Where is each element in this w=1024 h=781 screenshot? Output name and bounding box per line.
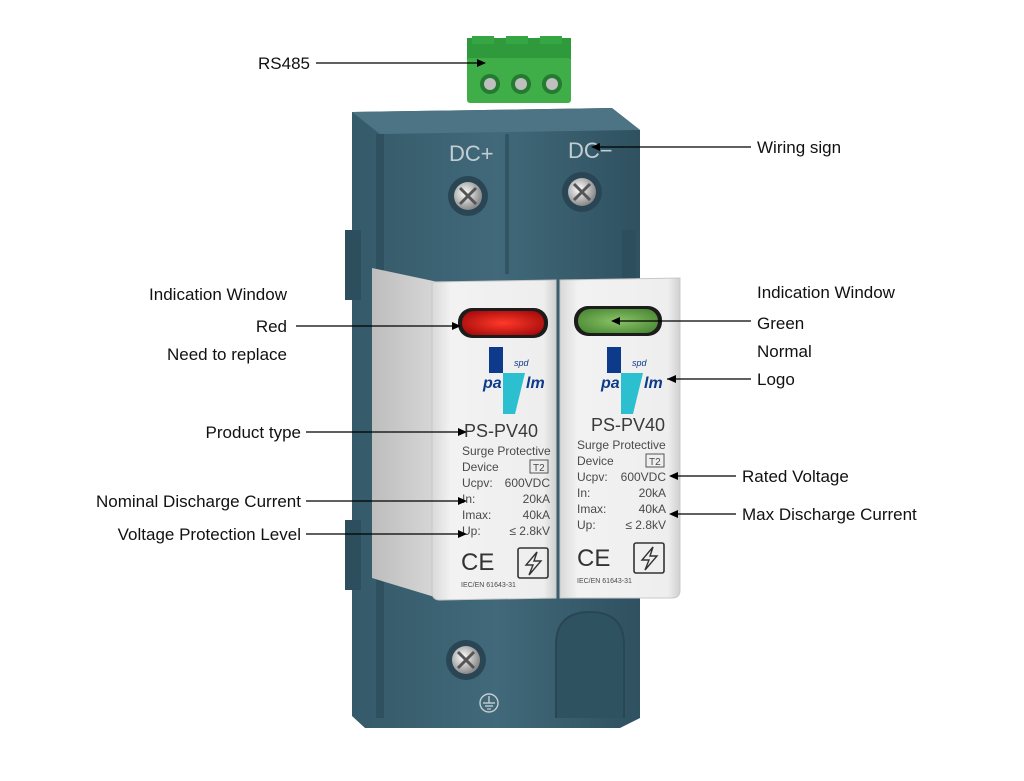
svg-text:pa: pa xyxy=(600,375,620,392)
spec-label: Imax: xyxy=(577,502,606,516)
spec-label: Imax: xyxy=(462,508,491,522)
lightning-icon xyxy=(517,547,549,579)
spec-label: Ucpv: xyxy=(577,470,608,484)
svg-text:spd: spd xyxy=(632,358,648,368)
spec-value: ≤ 2.8kV xyxy=(509,524,550,538)
logo-icon: pa lm spd xyxy=(482,347,545,414)
callout-max-discharge-current: Max Discharge Current xyxy=(742,505,917,524)
spec-value: ≤ 2.8kV xyxy=(625,518,666,532)
module-left: pa lm spd PS-PV40 Surge Protective Devic… xyxy=(431,279,557,601)
dc-minus-label: DC− xyxy=(568,138,613,163)
ground-icon xyxy=(479,693,499,713)
callout-indication-window-left: Indication Window xyxy=(149,285,288,304)
spec-label: Ucpv: xyxy=(462,476,493,490)
callout-rated-voltage: Rated Voltage xyxy=(742,467,849,486)
svg-text:spd: spd xyxy=(514,358,530,368)
class-badge: T2 xyxy=(649,457,661,468)
leader-arrowheads xyxy=(452,59,678,538)
spec-value: 600VDC xyxy=(621,470,667,484)
callout-normal: Normal xyxy=(757,342,812,361)
ce-mark-icon: CE xyxy=(461,549,494,576)
device-line2: Device xyxy=(462,460,499,474)
device-line1: Surge Protective xyxy=(462,444,551,458)
screw-icon xyxy=(448,176,488,216)
spec-value: 40kA xyxy=(523,508,550,522)
module-right: pa lm spd PS-PV40 Surge Protective Devic… xyxy=(559,277,681,599)
dc-plus-label: DC+ xyxy=(449,141,494,166)
rs485-terminal xyxy=(467,36,571,103)
model-name: PS-PV40 xyxy=(464,421,538,441)
standard-label: IEC/EN 61643-31 xyxy=(577,578,632,585)
callout-rs485: RS485 xyxy=(258,54,310,73)
spec-label: In: xyxy=(462,492,475,506)
callout-indication-window-right: Indication Window xyxy=(757,283,896,302)
callout-nominal-discharge-current: Nominal Discharge Current xyxy=(96,492,301,511)
callout-logo: Logo xyxy=(757,370,795,389)
callout-red: Red xyxy=(256,317,287,336)
spec-value: 40kA xyxy=(639,502,666,516)
module-side xyxy=(372,268,438,598)
lightning-icon xyxy=(633,542,665,574)
svg-text:pa: pa xyxy=(482,375,502,392)
spec-value: 600VDC xyxy=(505,476,551,490)
spec-label: Up: xyxy=(577,518,596,532)
spec-value: 20kA xyxy=(639,486,666,500)
spec-label: Up: xyxy=(462,524,481,538)
svg-text:lm: lm xyxy=(644,375,663,392)
callout-need-to-replace: Need to replace xyxy=(167,345,287,364)
callout-green: Green xyxy=(757,314,804,333)
callout-product-type: Product type xyxy=(206,423,301,442)
device-line2: Device xyxy=(577,454,614,468)
spec-value: 20kA xyxy=(523,492,550,506)
callout-voltage-protection-level: Voltage Protection Level xyxy=(118,525,301,544)
ce-mark-icon: CE xyxy=(577,545,610,572)
class-badge: T2 xyxy=(533,463,545,474)
callout-wiring-sign: Wiring sign xyxy=(757,138,841,157)
standard-label: IEC/EN 61643-31 xyxy=(461,582,516,589)
spec-label: In: xyxy=(577,486,590,500)
model-name: PS-PV40 xyxy=(591,415,665,435)
screw-icon xyxy=(562,172,602,212)
logo-icon: pa lm spd xyxy=(600,347,663,414)
device-line1: Surge Protective xyxy=(577,438,666,452)
svg-text:lm: lm xyxy=(526,375,545,392)
leader-lines xyxy=(296,62,751,535)
screw-icon xyxy=(446,640,486,680)
